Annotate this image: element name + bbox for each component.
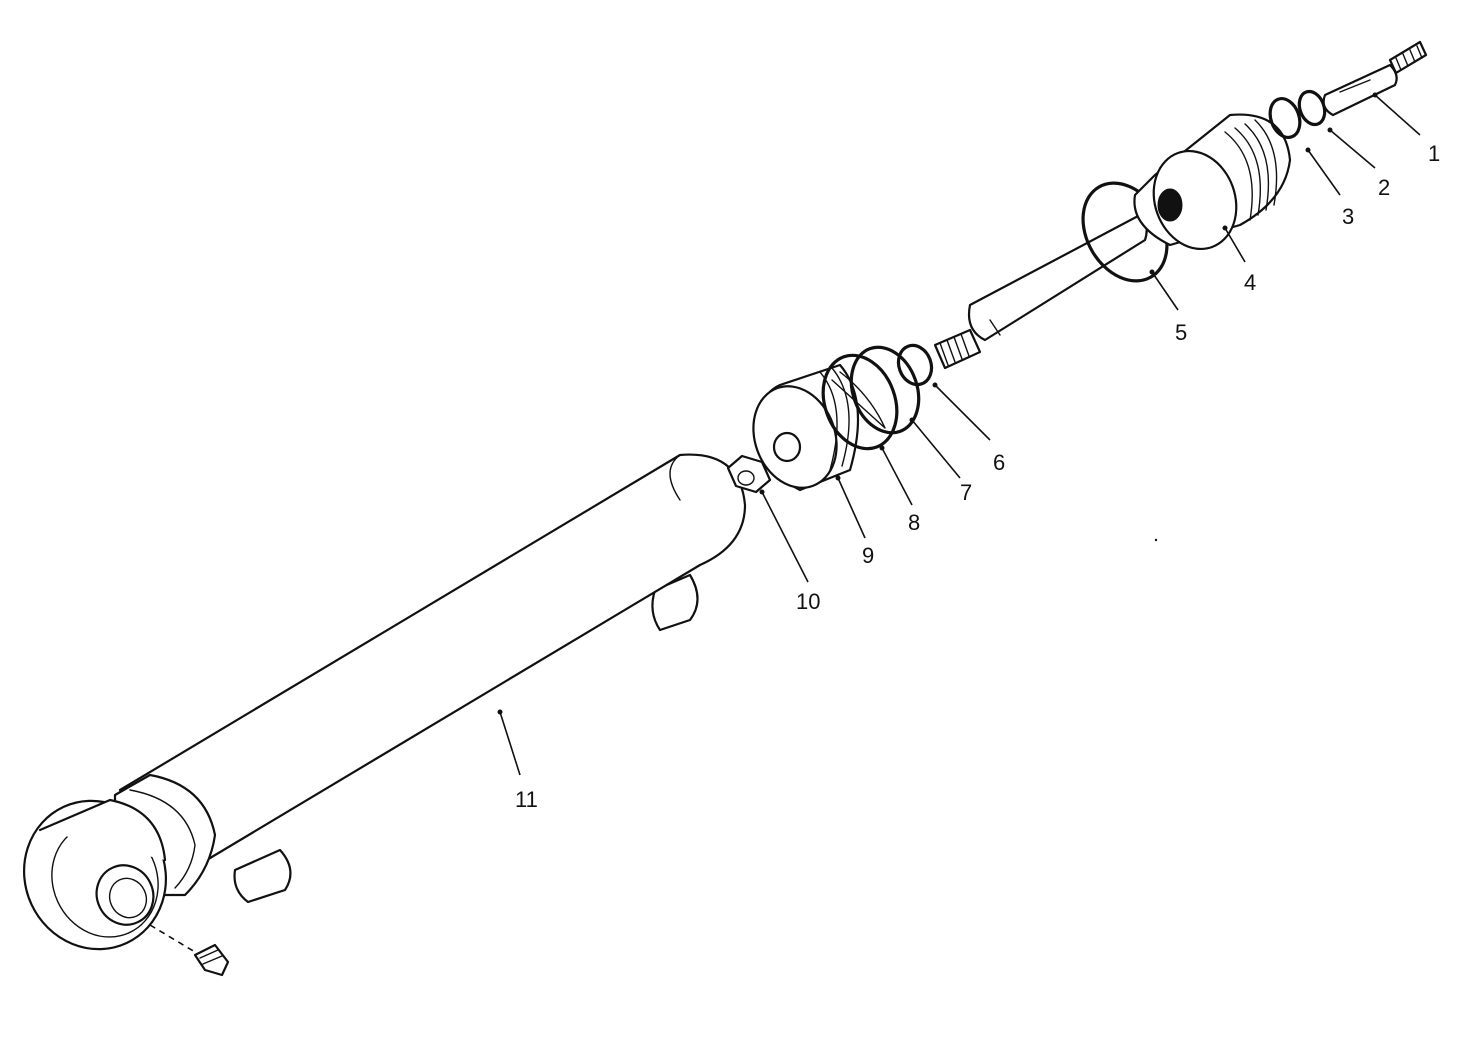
callout-1: 1 <box>1372 92 1440 166</box>
callout-label-8: 8 <box>908 510 920 535</box>
callout-label-4: 4 <box>1244 270 1256 295</box>
callout-label-6: 6 <box>993 450 1005 475</box>
rod-end <box>1322 40 1428 117</box>
callout-8: 8 <box>879 445 920 535</box>
piston-rod <box>933 213 1148 370</box>
callout-11: 11 <box>497 709 538 812</box>
nut <box>726 454 772 494</box>
callout-label-1: 1 <box>1428 141 1440 166</box>
callout-6: 6 <box>932 382 1005 475</box>
callout-4: 4 <box>1222 225 1256 295</box>
callout-5: 5 <box>1149 269 1187 345</box>
wear-ring <box>849 345 921 435</box>
callout-label-3: 3 <box>1342 204 1354 229</box>
callout-label-9: 9 <box>862 543 874 568</box>
callout-label-11: 11 <box>515 787 538 812</box>
callout-7: 7 <box>909 417 972 505</box>
stray-mark <box>1154 538 1158 542</box>
callout-10: 10 <box>759 489 820 614</box>
callout-label-7: 7 <box>960 480 972 505</box>
callout-label-10: 10 <box>796 589 820 614</box>
callout-3: 3 <box>1305 147 1354 229</box>
cylinder-barrel <box>22 453 747 951</box>
callouts: 1 2 3 4 5 6 7 <box>497 92 1440 812</box>
grease-nipple <box>149 924 230 977</box>
wiper-seal <box>1268 97 1302 139</box>
o-ring-small <box>896 343 934 387</box>
callout-2: 2 <box>1327 127 1390 200</box>
piston-seal <box>821 353 899 451</box>
callout-label-2: 2 <box>1378 175 1390 200</box>
cylinder-head <box>1133 113 1292 251</box>
callout-label-5: 5 <box>1175 320 1187 345</box>
callout-9: 9 <box>835 475 874 568</box>
